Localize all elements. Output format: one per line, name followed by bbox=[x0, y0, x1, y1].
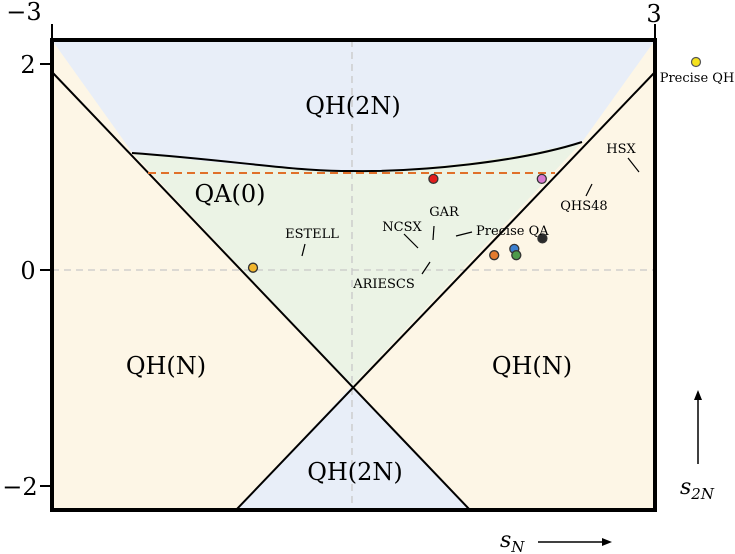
label-qhs48: QHS48 bbox=[560, 199, 607, 214]
y-tick-label-top: 2 bbox=[20, 51, 35, 79]
point-estell bbox=[247, 262, 259, 273]
data-points bbox=[247, 173, 548, 273]
point-hsx bbox=[536, 173, 547, 185]
region-label-qa0: QA(0) bbox=[194, 180, 265, 208]
tick-marks bbox=[40, 24, 656, 487]
region-label-qhn-left: QH(N) bbox=[126, 352, 206, 380]
label-gar: GAR bbox=[429, 205, 460, 220]
region-qh2n-bottom-fill bbox=[236, 386, 470, 510]
region-label-qh2n-bottom: QH(2N) bbox=[307, 458, 403, 486]
point-ncsx bbox=[489, 250, 500, 261]
region-qh2n-top-fill bbox=[52, 40, 655, 172]
point-precise-qa bbox=[537, 233, 548, 244]
label-hsx: HSX bbox=[606, 142, 636, 157]
x-axis-arrow bbox=[538, 538, 612, 546]
label-precise-qh: Precise QH bbox=[660, 71, 735, 86]
point-precise-qh bbox=[690, 56, 702, 68]
point-ariescs bbox=[511, 250, 522, 261]
x-tick-label-min: −3 bbox=[6, 0, 41, 26]
x-axis-title: sN bbox=[500, 528, 525, 554]
boundary-line-descending bbox=[52, 71, 471, 510]
upper-boundary-curve bbox=[131, 141, 583, 173]
boundary-line-ascending bbox=[235, 71, 655, 510]
label-ncsx: NCSX bbox=[382, 220, 422, 235]
x-tick-label-max: 3 bbox=[646, 0, 661, 28]
region-qa0-shape bbox=[132, 142, 582, 386]
y-tick-label-bottom: −2 bbox=[2, 473, 37, 501]
leader-lines bbox=[301, 157, 640, 275]
y-axis-arrow bbox=[694, 390, 702, 464]
region-label-qhn-right: QH(N) bbox=[492, 352, 572, 380]
y-axis-title: s2N bbox=[680, 475, 715, 503]
label-precise-qa: Precise QA bbox=[476, 224, 549, 239]
region-label-qh2n-top: QH(2N) bbox=[305, 92, 401, 120]
label-ariescs: ARIESCS bbox=[352, 277, 415, 292]
point-qhs48 bbox=[428, 173, 439, 185]
label-estell: ESTELL bbox=[285, 227, 339, 242]
plot-frame bbox=[50, 38, 657, 512]
y-tick-label-zero: 0 bbox=[20, 257, 35, 285]
